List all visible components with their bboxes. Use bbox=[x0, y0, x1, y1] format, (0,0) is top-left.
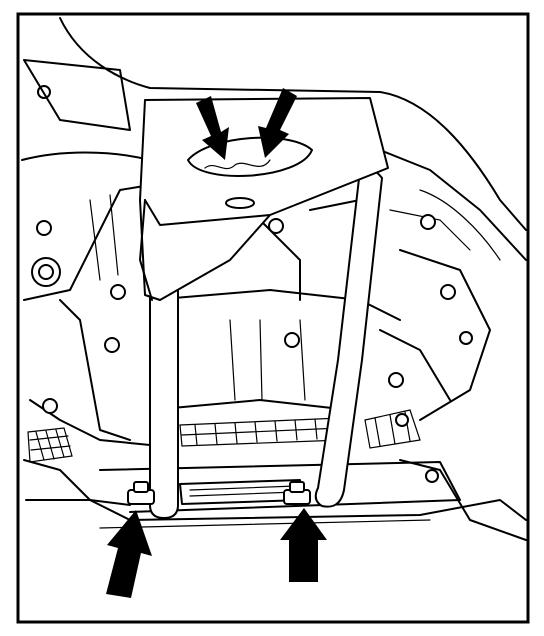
stud-left bbox=[127, 481, 155, 505]
bolt bbox=[440, 284, 456, 300]
bolt bbox=[425, 469, 439, 483]
housing-bolts bbox=[36, 214, 473, 483]
stud-right bbox=[283, 481, 311, 505]
transmission-housing bbox=[23, 184, 491, 506]
bolt bbox=[42, 398, 58, 414]
bolt bbox=[388, 372, 404, 388]
gasket-hatching bbox=[27, 409, 421, 463]
arrow-down-left bbox=[196, 96, 229, 160]
arrow-up-left bbox=[106, 510, 152, 598]
bolt bbox=[459, 331, 473, 345]
bolt bbox=[268, 218, 284, 234]
support-bracket bbox=[139, 97, 389, 301]
bolt bbox=[420, 214, 436, 230]
mounting-studs bbox=[127, 481, 311, 505]
bolt bbox=[395, 413, 409, 427]
bolt bbox=[110, 284, 126, 300]
arrow-up-right bbox=[280, 508, 327, 582]
bolt bbox=[36, 220, 52, 236]
bolt bbox=[104, 337, 120, 353]
body-panel bbox=[21, 17, 527, 261]
bolt bbox=[284, 332, 300, 348]
arrow-down-right bbox=[258, 88, 297, 158]
